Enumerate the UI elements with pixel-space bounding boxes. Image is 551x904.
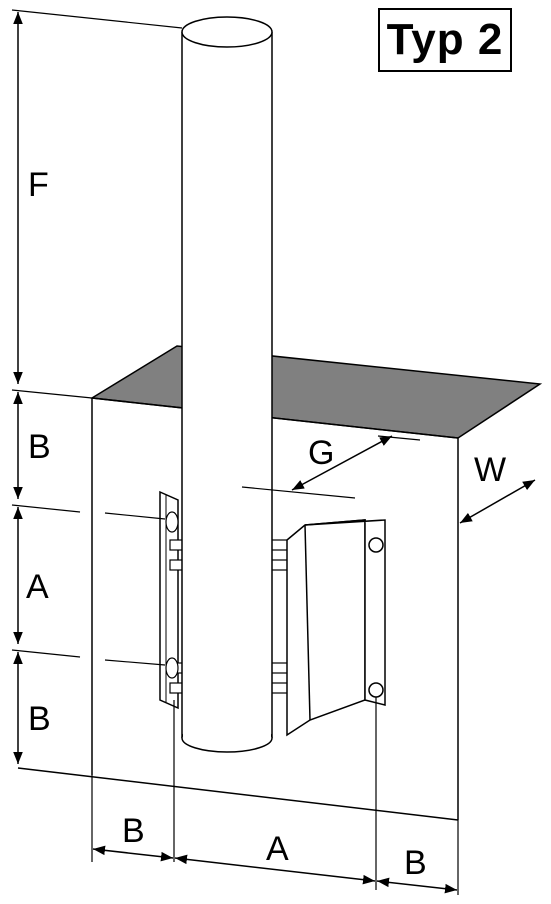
dim-bottom — [92, 845, 458, 894]
dim-g — [291, 435, 393, 491]
label-g: G — [308, 434, 335, 472]
block-top-face — [89, 345, 543, 439]
label-b-top: B — [28, 428, 51, 466]
type-badge: Typ 2 — [378, 8, 512, 72]
label-a-left: A — [26, 568, 49, 606]
label-b-left-bottom: B — [28, 700, 51, 738]
right-bracket — [286, 519, 386, 737]
dim-w — [459, 479, 536, 524]
block-front-bottom-edge — [17, 767, 459, 821]
label-b-bottom-right: B — [404, 844, 427, 882]
block-front-top-edge — [91, 397, 459, 439]
label-f: F — [28, 166, 49, 204]
extension-lines — [11, 9, 459, 895]
label-a-bottom: A — [266, 830, 289, 868]
label-b-bottom-left: B — [122, 812, 145, 850]
label-w: W — [474, 451, 507, 489]
type-title: Typ 2 — [386, 15, 504, 64]
pole — [181, 16, 273, 753]
